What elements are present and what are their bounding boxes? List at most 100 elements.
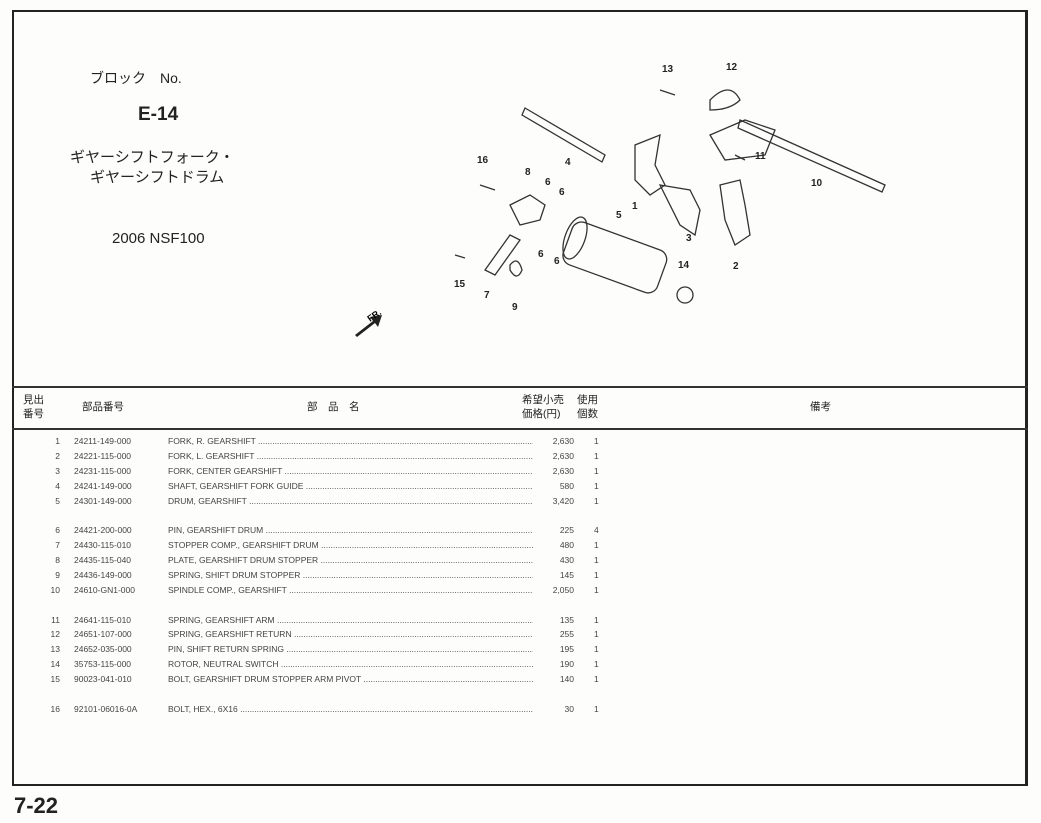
part-number: 24651-107-000 xyxy=(74,629,132,639)
fork-r xyxy=(634,133,666,196)
part-name: SPRING, GEARSHIFT RETURN xyxy=(168,629,533,639)
quantity: 1 xyxy=(594,704,599,714)
price: 2,630 xyxy=(552,436,574,446)
part-number: 24435-115-040 xyxy=(74,555,132,565)
part-number: 24610-GN1-000 xyxy=(74,585,135,595)
part-name: FORK, CENTER GEARSHIFT xyxy=(168,466,533,476)
callout-number: 9 xyxy=(512,302,518,313)
callout-number: 7 xyxy=(484,290,490,301)
part-number: 24241-149-000 xyxy=(74,481,132,491)
table-row: 4 24241-149-000 SHAFT, GEARSHIFT FORK GUID… xyxy=(12,481,632,496)
page-frame xyxy=(12,10,1028,786)
quantity: 1 xyxy=(594,585,599,595)
return-spring xyxy=(709,89,741,111)
block-code: E-14 xyxy=(138,104,179,125)
ref-no: 13 xyxy=(50,644,60,654)
part-number: 24641-115-010 xyxy=(74,615,132,625)
ref-no: 2 xyxy=(55,451,60,461)
callout-number: 3 xyxy=(686,233,692,244)
quantity: 1 xyxy=(594,540,599,550)
part-name: SPRING, SHIFT DRUM STOPPER xyxy=(168,570,533,580)
exploded-parts-diagram: FR. xyxy=(355,89,886,337)
callout-number: 6 xyxy=(559,187,565,198)
price: 145 xyxy=(559,570,574,580)
part-name: FORK, L. GEARSHIFT xyxy=(168,451,533,461)
price: 225 xyxy=(559,525,574,535)
part-name: SHAFT, GEARSHIFT FORK GUIDE xyxy=(168,481,533,491)
section-title-line1: ギヤーシフトフォーク・ xyxy=(70,149,235,166)
fork-center xyxy=(658,184,701,237)
part-name: SPRING, GEARSHIFT ARM xyxy=(168,615,533,625)
quantity: 1 xyxy=(594,555,599,565)
part-number: 24211-149-000 xyxy=(74,436,132,446)
callout-number: 4 xyxy=(565,157,571,168)
price: 2,630 xyxy=(552,451,574,461)
callout-number: 6 xyxy=(545,177,551,188)
part-name: BOLT, GEARSHIFT DRUM STOPPER ARM PIVOT xyxy=(168,674,533,684)
part-name: PLATE, GEARSHIFT DRUM STOPPER xyxy=(168,555,533,565)
part-number: 24221-115-000 xyxy=(74,451,132,461)
section-title-line2: ギヤーシフトドラム xyxy=(90,169,225,186)
callout-number: 1 xyxy=(632,201,638,212)
table-row: 8 24435-115-040 PLATE, GEARSHIFT DRUM STOP… xyxy=(12,555,632,570)
quantity: 1 xyxy=(594,466,599,476)
callout-number: 8 xyxy=(525,167,531,178)
part-number: 24652-035-000 xyxy=(74,644,132,654)
callout-number: 12 xyxy=(726,62,738,73)
callout-number: 6 xyxy=(538,249,544,260)
quantity: 1 xyxy=(594,570,599,580)
header-qty: 使用個数 xyxy=(577,394,598,420)
table-header: 見出番号 部品番号 部 品 名 希望小売価格(円) 使用個数 備考 xyxy=(12,386,1028,430)
ref-no: 16 xyxy=(50,704,60,714)
header-price: 希望小売価格(円) xyxy=(522,394,564,420)
stopper-arm xyxy=(484,234,521,276)
callout-number: 5 xyxy=(616,210,622,221)
part-number: 24301-149-000 xyxy=(74,496,132,506)
quantity: 1 xyxy=(594,674,599,684)
ref-no: 4 xyxy=(55,481,60,491)
price: 2,630 xyxy=(552,466,574,476)
shift-plate xyxy=(709,119,776,161)
part-number: 35753-115-000 xyxy=(74,659,132,669)
gearshift-spindle xyxy=(737,119,886,193)
part-name: PIN, GEARSHIFT DRUM xyxy=(168,525,533,535)
part-number: 24436-149-000 xyxy=(74,570,132,580)
part-number: 92101-06016-0A xyxy=(74,704,138,714)
front-arrow-icon xyxy=(355,315,382,337)
price: 135 xyxy=(559,615,574,625)
fork-guide-shaft xyxy=(521,107,606,163)
part-number: 24231-115-000 xyxy=(74,466,132,476)
header-part-name: 部 品 名 xyxy=(307,401,360,413)
ref-no: 5 xyxy=(55,496,60,506)
callout-number: 13 xyxy=(662,64,674,75)
price: 140 xyxy=(559,674,574,684)
callout-number: 16 xyxy=(477,155,489,166)
gearshift-drum xyxy=(562,221,668,294)
part-name: ROTOR, NEUTRAL SWITCH xyxy=(168,659,533,669)
part-name: STOPPER COMP., GEARSHIFT DRUM xyxy=(168,540,533,550)
ref-no: 1 xyxy=(55,436,60,446)
ref-no: 14 xyxy=(50,659,60,669)
quantity: 1 xyxy=(594,481,599,491)
header-part-no: 部品番号 xyxy=(82,401,124,413)
block-label: ブロック No. xyxy=(90,70,182,86)
callout-number: 14 xyxy=(678,260,690,271)
ref-no: 7 xyxy=(55,540,60,550)
part-number: 24421-200-000 xyxy=(74,525,132,535)
ref-no: 6 xyxy=(55,525,60,535)
quantity: 1 xyxy=(594,436,599,446)
part-number: 24430-115-010 xyxy=(74,540,132,550)
model-name: 2006 NSF100 xyxy=(112,230,205,247)
ref-no: 8 xyxy=(55,555,60,565)
ref-no: 10 xyxy=(50,585,60,595)
stopper-plate xyxy=(509,194,546,226)
quantity: 1 xyxy=(594,629,599,639)
